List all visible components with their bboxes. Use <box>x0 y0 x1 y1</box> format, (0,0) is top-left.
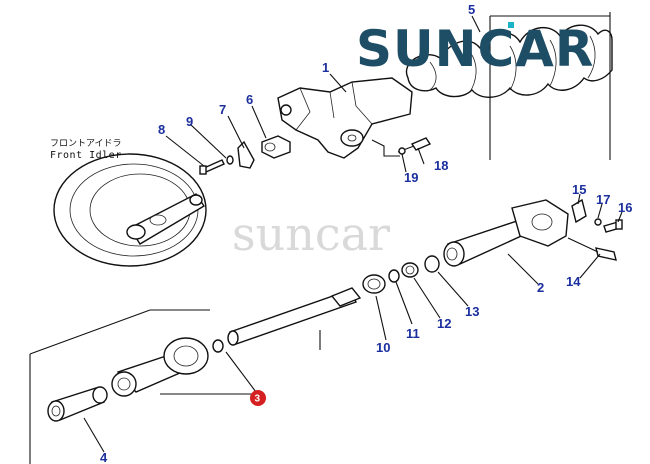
grease-fitting-14 <box>567 237 617 261</box>
callout-14: 14 <box>566 274 581 289</box>
stopper-block-6 <box>261 135 291 159</box>
callout-5: 5 <box>468 2 475 17</box>
callout-3: 3 <box>255 394 261 405</box>
callout-12: 12 <box>437 316 451 331</box>
piston-rod-3 <box>111 287 362 397</box>
sleeve-4 <box>47 386 108 422</box>
recoil-spring <box>405 12 613 160</box>
suncar-logo: SUNCAR <box>356 20 594 78</box>
callout-17: 17 <box>596 192 610 207</box>
washer-17 <box>594 218 602 226</box>
callout-4: 4 <box>100 450 108 464</box>
idler-yoke <box>277 77 413 159</box>
ring-13 <box>424 255 440 273</box>
washer-19 <box>398 147 406 155</box>
callout-16: 16 <box>618 200 632 215</box>
callout-3-badge <box>250 390 266 406</box>
ring-12 <box>401 262 419 278</box>
callout-1: 1 <box>322 60 329 75</box>
watermark-text: suncar <box>232 207 390 261</box>
caption-en: Front Idler <box>50 150 122 161</box>
logo-text: SUNCAR <box>356 20 594 78</box>
logo-accent-dot <box>508 22 514 28</box>
leader-lines <box>83 15 623 453</box>
callout-11: 11 <box>406 326 420 341</box>
caption-jp: フロントアイドラ <box>50 138 122 149</box>
callout-2: 2 <box>537 280 544 295</box>
ring-11 <box>388 269 400 283</box>
callout-18: 18 <box>434 158 448 173</box>
callout-9: 9 <box>186 114 193 129</box>
callout-6: 6 <box>246 92 253 107</box>
callout-10: 10 <box>376 340 390 355</box>
callouts: 1 2 5 6 7 8 9 10 11 12 13 14 15 16 17 18… <box>100 2 632 464</box>
front-idler-wheel <box>53 153 207 267</box>
assembly-outline <box>29 309 321 464</box>
callout-19: 19 <box>404 170 418 185</box>
ring-10 <box>362 274 386 294</box>
plate-7 <box>237 140 255 169</box>
bolt-16 <box>603 219 623 233</box>
callout-13: 13 <box>465 304 479 319</box>
callout-8: 8 <box>158 122 165 137</box>
bolt-8 <box>199 159 225 175</box>
cylinder-2 <box>443 199 569 267</box>
clip-15 <box>571 198 587 224</box>
washer-9 <box>226 155 234 165</box>
callout-15: 15 <box>572 182 586 197</box>
callout-7: 7 <box>219 102 226 117</box>
